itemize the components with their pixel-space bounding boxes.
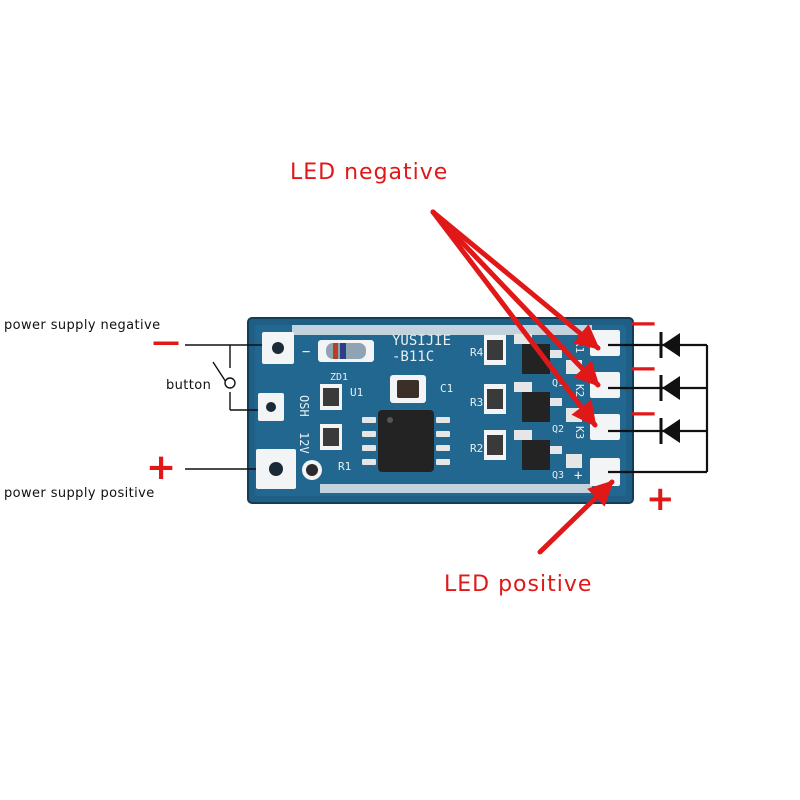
switch-icon <box>212 361 236 389</box>
pad-osh[interactable] <box>258 393 284 421</box>
silk-k1: K1 <box>573 340 586 353</box>
sign-led-minus-2: — <box>630 353 656 383</box>
silk-k2: K2 <box>573 384 586 397</box>
silk-k3: K3 <box>573 426 586 439</box>
silk-brand: YUSIJIE <box>392 333 451 349</box>
silk-pin-plus: + <box>574 468 582 484</box>
zener-diode-zd1 <box>318 340 374 362</box>
silk-r3: R3 <box>470 396 483 409</box>
pad-k3[interactable] <box>590 414 620 440</box>
sign-supply-plus: + <box>146 447 177 488</box>
silk-q2: Q2 <box>552 424 564 435</box>
silk-r4: R4 <box>470 346 484 359</box>
diode-icon <box>659 375 680 401</box>
ic-chip-u1 <box>362 410 450 472</box>
silk-zd1: ZD1 <box>330 372 348 383</box>
pad-plus[interactable] <box>590 458 620 486</box>
left-wiring <box>185 344 262 470</box>
pad-k2[interactable] <box>590 372 620 398</box>
silk-r1: R1 <box>338 460 351 473</box>
silk-r2: R2 <box>470 442 483 455</box>
sign-led-plus: + <box>646 479 675 519</box>
pcb-board: YUSIJIE -B11C − R4 R3 R2 R1 C1 U1 ZD1 Q1… <box>247 317 634 504</box>
label-button: button <box>166 378 212 393</box>
silk-12v: 12V <box>297 432 311 454</box>
pad-minus[interactable] <box>262 332 294 364</box>
sign-supply-minus: — <box>152 325 180 358</box>
silk-osh: OSH <box>297 395 311 417</box>
silk-u1: U1 <box>350 386 363 399</box>
right-wiring <box>608 343 709 474</box>
silk-q3: Q3 <box>552 470 564 481</box>
pad-12v[interactable] <box>256 449 296 489</box>
diode-icon <box>659 332 680 358</box>
sign-led-minus-1: — <box>630 308 656 338</box>
label-led-negative: LED negative <box>290 160 449 185</box>
silk-model: -B11C <box>392 349 434 365</box>
diode-icon <box>659 418 680 444</box>
capacitor-c1 <box>390 375 426 403</box>
resistor-column <box>484 335 506 460</box>
arrow-icon <box>430 209 615 555</box>
sign-led-minus-3: — <box>630 398 656 428</box>
label-supply-positive: power supply positive <box>4 486 155 501</box>
label-supply-negative: power supply negative <box>4 318 161 333</box>
label-led-positive: LED positive <box>444 572 593 597</box>
silk-pin-minus: − <box>302 344 310 360</box>
silk-q1: Q1 <box>552 378 564 389</box>
silk-c1: C1 <box>440 382 453 395</box>
